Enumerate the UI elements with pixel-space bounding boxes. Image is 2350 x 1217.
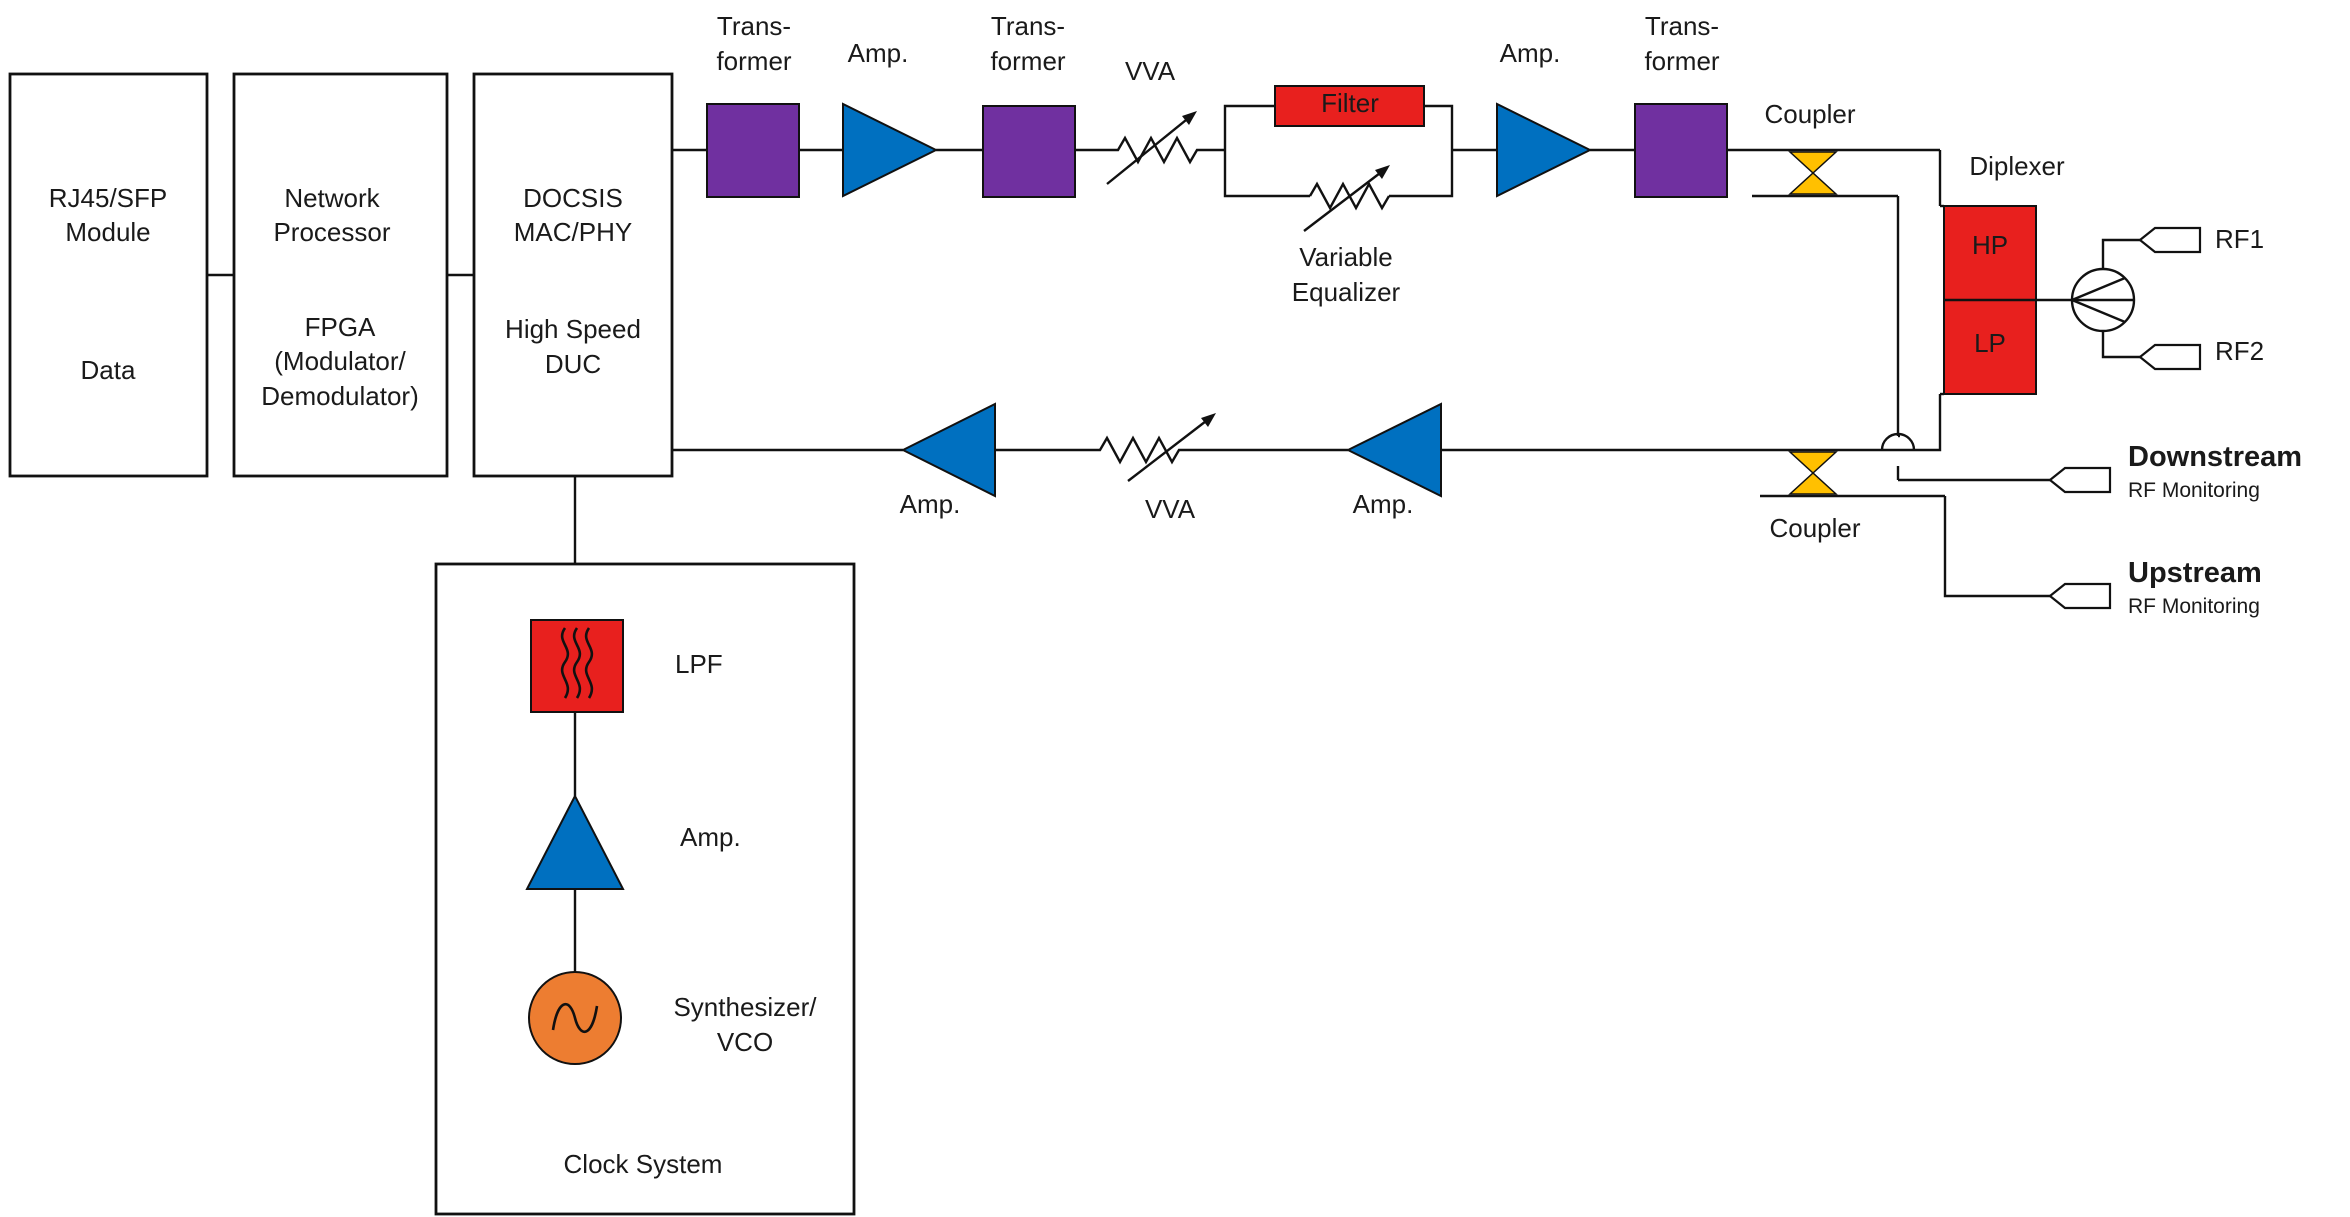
docsis-label-line1: DOCSIS xyxy=(523,183,623,213)
synth-label-line1: Synthesizer/ xyxy=(673,992,817,1022)
upstream-monitoring: Upstream RF Monitoring xyxy=(1943,496,2262,618)
upstream-amp-2 xyxy=(1345,402,1442,498)
upstream-chain: Amp. VVA Amp. Coupler xyxy=(672,402,1945,543)
network-label-line4: (Modulator/ xyxy=(274,346,406,376)
docsis-label-line3: High Speed xyxy=(505,314,641,344)
clock-system-block: Clock System LPF Amp. Synthesizer/ VCO xyxy=(434,562,856,1216)
downstream-vva xyxy=(1075,111,1225,185)
clock-amp-label: Amp. xyxy=(680,822,741,852)
upstream-vva xyxy=(995,413,1348,482)
downstream-coupler-bottom xyxy=(1788,171,1838,195)
transformer-2 xyxy=(982,105,1076,198)
upstream-vva-label: VVA xyxy=(1145,494,1196,524)
crossover-hop xyxy=(1880,432,1916,451)
equalizer-label-line2: Equalizer xyxy=(1292,277,1401,307)
network-processor-block: Network Processor FPGA (Modulator/ Demod… xyxy=(232,72,449,478)
network-label-line5: Demodulator) xyxy=(261,381,419,411)
transformer-1 xyxy=(706,103,800,198)
upstream-amp-2-label: Amp. xyxy=(1353,489,1414,519)
upstream-amp-1 xyxy=(900,402,996,498)
rj45-label-line2: Module xyxy=(65,217,150,247)
lpf-icon xyxy=(560,627,594,699)
clock-system-label: Clock System xyxy=(564,1149,723,1179)
downstream-monitor-title: Downstream xyxy=(2128,441,2302,473)
diplexer-hp xyxy=(1943,205,2037,301)
diplexer-hp-label: HP xyxy=(1972,230,2008,260)
upstream-monitor-subtitle: RF Monitoring xyxy=(2128,595,2260,618)
rf2-label: RF2 xyxy=(2215,336,2264,366)
downstream-chain: Trans- former Amp. Trans- former VVA Fil… xyxy=(672,11,1940,307)
upstream-coupler-top xyxy=(1788,451,1838,475)
variable-equalizer xyxy=(1303,165,1391,232)
downstream-monitor-subtitle: RF Monitoring xyxy=(2128,479,2260,502)
upstream-coupler-label: Coupler xyxy=(1769,513,1860,543)
sine-wave-icon xyxy=(551,1002,599,1034)
downstream-amp-1 xyxy=(842,102,939,198)
transformer-1-label-line1: Trans- xyxy=(717,11,791,41)
upstream-monitor-title: Upstream xyxy=(2128,557,2262,589)
rf1-label: RF1 xyxy=(2215,224,2264,254)
network-label-line1: Network xyxy=(284,183,380,213)
transformer-2-label-line2: former xyxy=(990,46,1065,76)
downstream-coupler-label: Coupler xyxy=(1764,99,1855,129)
downstream-amp-2 xyxy=(1496,102,1593,198)
upstream-coupler-bottom xyxy=(1788,471,1838,495)
downstream-amp-2-label: Amp. xyxy=(1500,38,1561,68)
network-label-line3: FPGA xyxy=(305,312,376,342)
rj45-sfp-module-block: RJ45/SFP Module Data xyxy=(8,72,209,478)
rf2-port-icon xyxy=(2138,343,2202,371)
synth-label-line2: VCO xyxy=(717,1027,773,1057)
transformer-1-label-line2: former xyxy=(716,46,791,76)
downstream-coupler-top xyxy=(1788,151,1838,175)
upstream-amp-1-label: Amp. xyxy=(900,489,961,519)
equalizer-label-line1: Variable xyxy=(1299,242,1392,272)
network-label-line2: Processor xyxy=(273,217,390,247)
lpf-label: LPF xyxy=(675,649,723,679)
transformer-3 xyxy=(1634,103,1728,198)
downstream-amp-1-label: Amp. xyxy=(848,38,909,68)
rf1-port-icon xyxy=(2138,226,2202,254)
upstream-monitor-port-icon xyxy=(2048,582,2112,610)
transformer-3-label-line1: Trans- xyxy=(1645,11,1719,41)
filter-label: Filter xyxy=(1321,88,1379,118)
diplexer-lp-label: LP xyxy=(1974,328,2006,358)
filter-block xyxy=(1274,85,1425,127)
docsis-label-line2: MAC/PHY xyxy=(514,217,632,247)
diplexer: Diplexer HP LP RF1 RF2 xyxy=(1815,150,2264,452)
docsis-label-line4: DUC xyxy=(545,349,601,379)
downstream-vva-label: VVA xyxy=(1125,56,1176,86)
lpf-block xyxy=(530,619,624,713)
docsis-block: DOCSIS MAC/PHY High Speed DUC xyxy=(472,72,674,478)
transformer-3-label-line2: former xyxy=(1644,46,1719,76)
downstream-monitoring: Downstream RF Monitoring xyxy=(1880,196,2302,502)
transformer-2-label-line1: Trans- xyxy=(991,11,1065,41)
diplexer-lp xyxy=(1943,299,2037,395)
rj45-label-line3: Data xyxy=(81,355,136,385)
downstream-monitor-port-icon xyxy=(2048,466,2112,494)
rj45-label-line1: RJ45/SFP xyxy=(49,183,168,213)
diplexer-label: Diplexer xyxy=(1969,151,2065,181)
